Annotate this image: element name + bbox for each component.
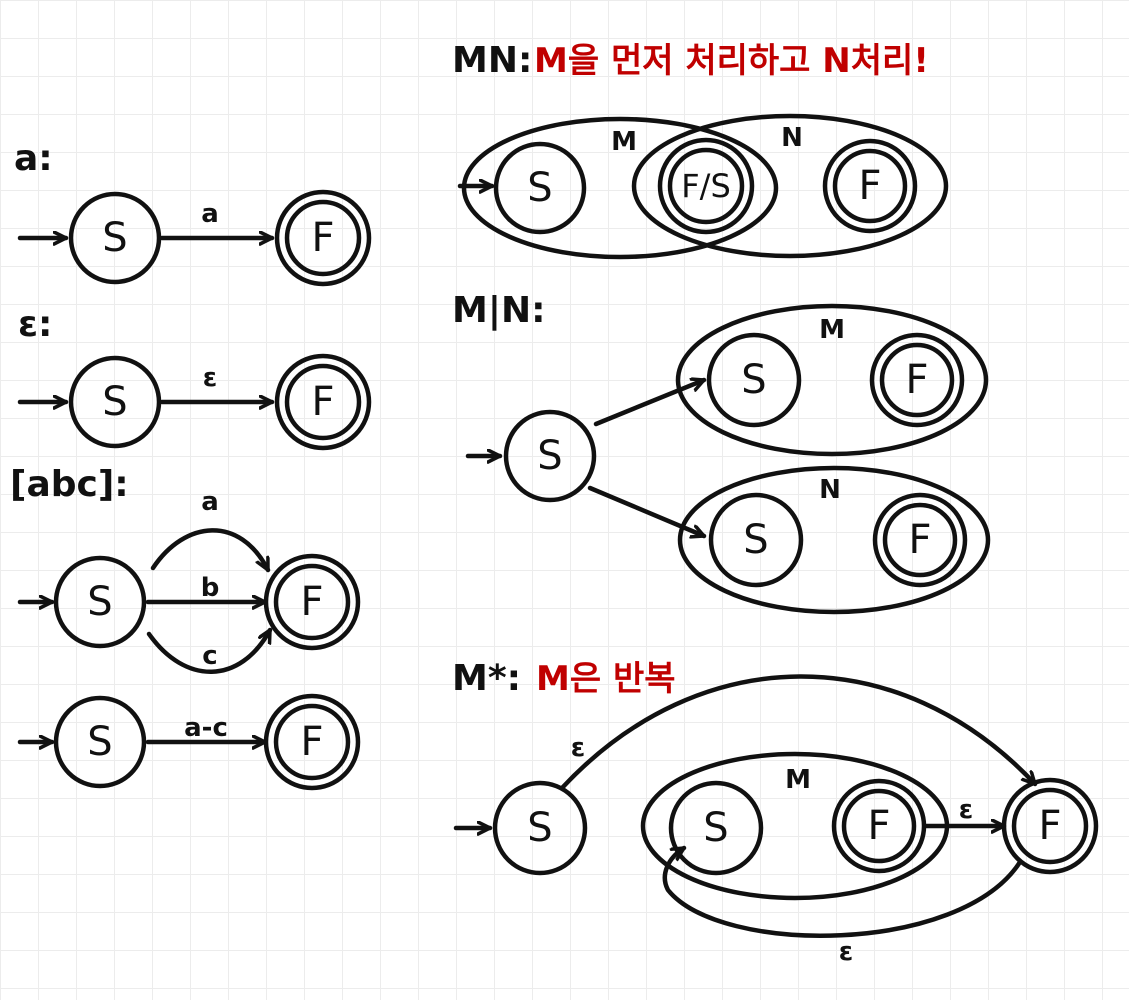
group-n-label: N: [781, 123, 803, 153]
start-state-label: S: [87, 579, 112, 625]
final-state: [822, 138, 918, 234]
start-state-label: S: [527, 165, 552, 211]
loop-epsilon-label: ε: [839, 937, 853, 967]
group-n-final-state: [872, 492, 968, 588]
group-n-start-label: S: [743, 517, 768, 563]
group-n-ellipse: [677, 465, 991, 615]
final-state-inner-ring: [273, 703, 351, 781]
group-m-ellipse: [675, 303, 989, 457]
transition-label-a: a: [201, 487, 219, 517]
final-state-inner-ring: [284, 199, 362, 277]
inner-start-state: [668, 780, 764, 876]
start-state: [68, 355, 162, 449]
char-class-title: [abc]:: [10, 464, 129, 505]
group-m-start-label: S: [741, 357, 766, 403]
epsilon-title: ε:: [18, 304, 52, 345]
final-state-label: F: [858, 163, 881, 209]
loop-epsilon-arrow: [662, 845, 1023, 938]
branch-arrow-n: [587, 485, 707, 536]
transition-arrow-c: [146, 627, 273, 674]
skip-epsilon-arrow: [559, 674, 1038, 791]
transition-label-b: b: [201, 573, 220, 603]
branch-arrow-m: [593, 380, 707, 427]
group-m-final-state: [869, 332, 965, 428]
transition-label: ε: [203, 363, 217, 393]
final-state-label: F: [1038, 803, 1061, 849]
final-state-inner-ring: [284, 363, 362, 441]
start-state: [68, 191, 162, 285]
final-state: [263, 693, 361, 791]
final-state-label: F: [311, 215, 334, 261]
union-title: M|N:: [452, 290, 546, 331]
intermediate-state: [657, 137, 755, 235]
inner-start-label: S: [703, 805, 728, 851]
start-state: [53, 695, 147, 789]
star-note: M은 반복: [536, 659, 676, 699]
transition-arrow-a: [150, 528, 271, 573]
star-title: M*:: [452, 658, 521, 699]
group-m-start-state: [706, 332, 802, 428]
group-n-label: N: [819, 475, 841, 505]
inner-final-inner-ring: [841, 788, 917, 864]
epsilon-diagram: ε: S ε F: [17, 304, 372, 451]
final-state-inner-ring: [1011, 787, 1089, 865]
star-diagram: M*: M은 반복 S ε M S F ε F ε: [452, 658, 1099, 967]
start-state-label: S: [102, 379, 127, 425]
transition-label-c: c: [202, 641, 217, 671]
group-n-ellipse: [631, 113, 949, 259]
transition-label: a-c: [184, 713, 228, 743]
char-range-diagram: S a-c F: [17, 693, 361, 791]
group-m-final-label: F: [905, 357, 928, 403]
concat-diagram: MN: M을 먼저 처리하고 N처리! M N S F/S F: [452, 40, 949, 260]
start-state: [53, 555, 147, 649]
group-n-final-inner-ring: [882, 502, 958, 578]
start-state: [492, 780, 588, 876]
group-m-label: M: [819, 315, 845, 345]
final-state-label: F: [300, 719, 323, 765]
start-state-label: S: [102, 215, 127, 261]
final-state-inner-ring: [832, 148, 908, 224]
final-state: [274, 353, 372, 451]
transition-label: a: [201, 199, 219, 229]
exit-epsilon-label: ε: [959, 795, 973, 825]
start-state: [493, 141, 587, 235]
start-state: [503, 409, 597, 503]
union-diagram: M|N: S M S F N S F: [452, 290, 991, 615]
inner-final-label: F: [867, 803, 890, 849]
start-state-label: S: [527, 805, 552, 851]
group-m-label: M: [785, 765, 811, 795]
final-state: [263, 553, 361, 651]
group-n-final-label: F: [908, 517, 931, 563]
intermediate-state-label: F/S: [681, 167, 731, 205]
group-n-start-state: [708, 492, 804, 588]
final-state-inner-ring: [273, 563, 351, 641]
final-state: [1001, 777, 1099, 875]
single-char-title: a:: [14, 138, 53, 179]
single-char-diagram: a: S a F: [14, 138, 372, 287]
concat-title: MN:: [452, 40, 532, 81]
concat-note: M을 먼저 처리하고 N처리!: [534, 41, 929, 81]
final-state: [274, 189, 372, 287]
intermediate-state-inner-ring: [667, 147, 745, 225]
start-state-label: S: [87, 719, 112, 765]
skip-epsilon-label: ε: [571, 733, 585, 763]
group-m-label: M: [611, 127, 637, 157]
group-m-final-inner-ring: [879, 342, 955, 418]
start-state-label: S: [537, 433, 562, 479]
final-state-label: F: [300, 579, 323, 625]
final-state-label: F: [311, 379, 334, 425]
char-class-diagram: [abc]: S a b c F: [10, 464, 361, 674]
